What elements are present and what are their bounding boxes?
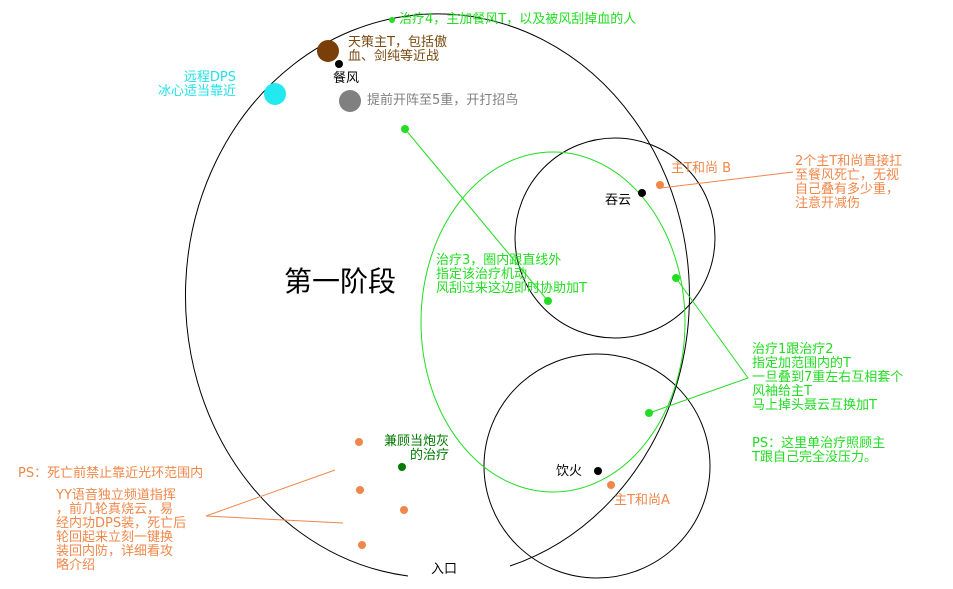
- healer4-dot: [389, 17, 395, 23]
- healer3-start-dot: [401, 125, 409, 133]
- yy-voice-note: YY语音独立频道指挥 ，前几轮真烧云，易 经内功DPS装，死亡后 轮回起来立刻一…: [56, 488, 187, 573]
- healer-zone-ring: [420, 151, 686, 493]
- tank-b-pointer-line: [660, 171, 794, 189]
- yy-note-pointer-line-2: [205, 515, 344, 524]
- canfeng-boss-label: 餐风: [333, 71, 360, 86]
- tiance-tank-dot: [317, 40, 339, 62]
- fodder-healer-dot: [398, 463, 406, 471]
- yinhuo-boss-dot: [594, 467, 602, 475]
- tunyun-boss-label: 吞云: [605, 193, 632, 208]
- healer2-dot: [645, 409, 653, 417]
- phase-title: 第一阶段: [284, 265, 397, 298]
- tunyun-boss-dot: [638, 189, 646, 197]
- yy-note-pointer-line-1: [205, 469, 336, 517]
- grey-note-label: 提前开阵至5重，开打招鸟: [367, 93, 519, 108]
- healer3-path-line: [404, 128, 549, 302]
- tunyun-aura-ring: [514, 137, 716, 339]
- healer3-label: 治疗3，圈内跟直线外 指定该治疗机动 风刮过来这边即时协助加T: [436, 253, 587, 296]
- healer3-dot: [544, 297, 552, 305]
- yinhuo-aura-ring: [483, 353, 711, 579]
- tank-a-dot: [607, 481, 615, 489]
- healer12-ps-label: PS：这里单治疗照顾主 T跟自己完全没压力。: [752, 436, 886, 465]
- healer12-label: 治疗1跟治疗2 指定加范围内的T 一旦叠到7重左右互相套个 风袖给主T 马上掉头…: [752, 342, 904, 413]
- fodder-healer-label: 兼顾当炮灰 的治疗: [384, 434, 450, 463]
- fodder-dps-dot-4: [358, 541, 366, 549]
- fodder-dps-dot-3: [400, 506, 408, 514]
- ranged-dps-dot: [264, 83, 286, 105]
- grey-unit-dot: [339, 90, 361, 112]
- tank-b-dot: [656, 181, 664, 189]
- fodder-dps-dot-1: [355, 438, 363, 446]
- tank-a-label: 主T和尚A: [614, 493, 670, 508]
- arena-ring: [185, 13, 690, 577]
- entrance-label: 入口: [431, 562, 458, 577]
- yinhuo-boss-label: 饮火: [556, 464, 583, 479]
- ranged-dps-label: 远程DPS 冰心适当靠近: [158, 70, 237, 99]
- ps-death-note: PS：死亡前禁止靠近光环范围内: [18, 466, 204, 481]
- healer4-label: 治疗4，主加餐风T，以及被风刮掉血的人: [399, 12, 637, 27]
- fodder-dps-dot-2: [356, 486, 364, 494]
- canfeng-boss-dot: [335, 60, 343, 68]
- tank-b-label: 主T和尚 B: [671, 161, 731, 176]
- healer12-pointer-line: [648, 277, 749, 414]
- tiance-tank-label: 天策主T，包括傲 血、剑纯等近战: [348, 35, 447, 64]
- healer1-dot: [672, 274, 680, 282]
- tank-b-note: 2个主T和尚直接扛 至餐风死亡，无视 自己叠有多少重， 注意开减伤: [795, 154, 903, 211]
